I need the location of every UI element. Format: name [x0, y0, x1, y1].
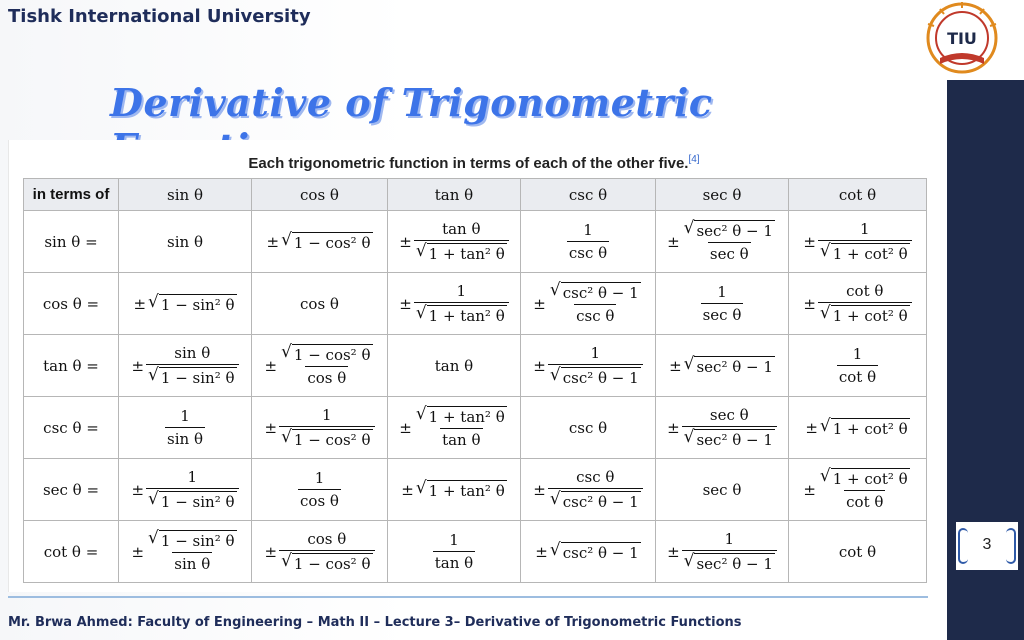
table-cell: ±1√1 + tan² θ [387, 272, 521, 335]
table-cell: ±sin θ√1 − sin² θ [118, 334, 252, 397]
caption-text: Each trigonometric function in terms of … [248, 155, 689, 172]
table-cell: ±sec θ√sec² θ − 1 [655, 396, 789, 459]
table-cell: ±√1 + tan² θ [387, 458, 521, 521]
corner-header: in terms of [23, 178, 119, 211]
table-cell: ±√1 + cot² θ [788, 396, 927, 459]
table-cell: ±1√1 − sin² θ [118, 458, 252, 521]
column-header: sin θ [118, 178, 252, 211]
row-header: cos θ = [23, 272, 119, 335]
column-header: sec θ [655, 178, 789, 211]
table-cell: csc θ [520, 396, 656, 459]
table-cell: ±1√csc² θ − 1 [520, 334, 656, 397]
table-cell: ±tan θ√1 + tan² θ [387, 210, 521, 273]
table-cell: cos θ [251, 272, 388, 335]
footer-text: Mr. Brwa Ahmed: Faculty of Engineering –… [8, 615, 742, 630]
table-cell: ±1√1 − cos² θ [251, 396, 388, 459]
left-brace [958, 528, 968, 564]
row-header: sec θ = [23, 458, 119, 521]
row-header: tan θ = [23, 334, 119, 397]
table-caption: Each trigonometric function in terms of … [9, 154, 939, 172]
column-header: tan θ [387, 178, 521, 211]
trig-identity-table: in terms of sin θ cos θ tan θ csc θ sec … [23, 178, 927, 583]
footer-divider [8, 596, 928, 598]
identity-table-panel: Each trigonometric function in terms of … [8, 140, 938, 592]
table-cell: ±√csc² θ − 1 [520, 520, 656, 583]
caption-reference-link[interactable]: [4] [688, 154, 700, 165]
logo-text: TIU [947, 29, 977, 48]
university-logo: TIU [910, 0, 1024, 80]
university-name: Tishk International University [8, 6, 311, 27]
table-header-row: in terms of sin θ cos θ tan θ csc θ sec … [23, 178, 927, 211]
column-header: csc θ [520, 178, 656, 211]
page-number: 3 [982, 536, 992, 553]
column-header: cot θ [788, 178, 927, 211]
table-cell: sec θ [655, 458, 789, 521]
table-cell: ±√sec² θ − 1 [655, 334, 789, 397]
row-header: csc θ = [23, 396, 119, 459]
table-cell: ±csc θ√csc² θ − 1 [520, 458, 656, 521]
row-header: sin θ = [23, 210, 119, 273]
table-cell: sin θ [118, 210, 252, 273]
table-cell: tan θ [387, 334, 521, 397]
table-cell: ±1√1 + cot² θ [788, 210, 927, 273]
table-cell: ±√1 − cos² θ [251, 210, 388, 273]
table-cell: ±cos θ√1 − cos² θ [251, 520, 388, 583]
table-cell: ±√1 − sin² θ [118, 272, 252, 335]
table-cell: ±1√sec² θ − 1 [655, 520, 789, 583]
column-header: cos θ [251, 178, 388, 211]
page-number-box: 3 [956, 522, 1018, 570]
right-brace [1006, 528, 1016, 564]
table-row: sin θ = sin θ ±√1 − cos² θ ±tan θ√1 + ta… [23, 210, 927, 273]
table-cell: ±cot θ√1 + cot² θ [788, 272, 927, 335]
table-row: cos θ = ±√1 − sin² θ cos θ ±1√1 + tan² θ… [23, 272, 927, 335]
table-cell: cot θ [788, 520, 927, 583]
row-header: cot θ = [23, 520, 119, 583]
